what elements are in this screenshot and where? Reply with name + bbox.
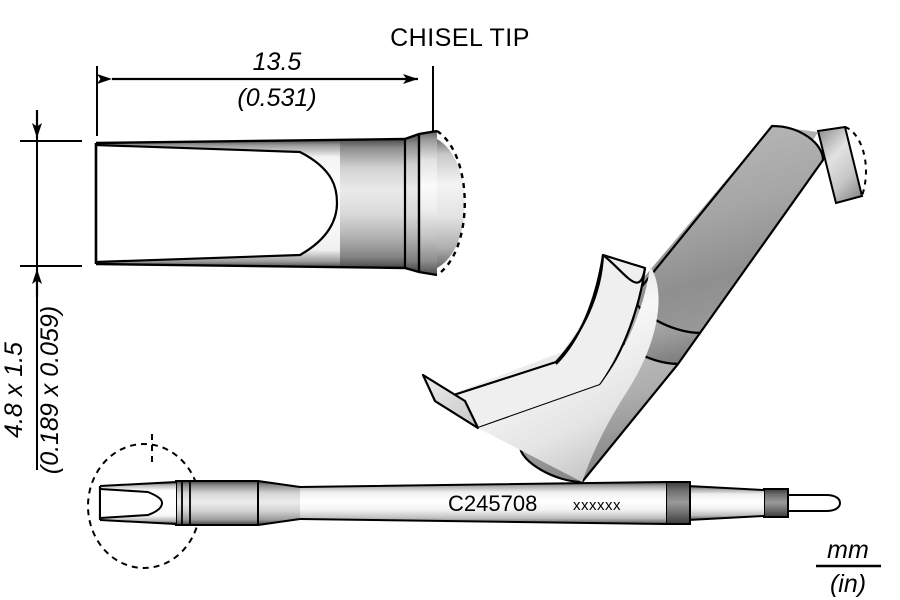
tail-pin xyxy=(785,494,842,512)
iso-blade-end-face xyxy=(423,375,478,428)
part-number-label: C245708 xyxy=(448,491,537,516)
mid-dark-band xyxy=(665,481,691,525)
isometric-view xyxy=(421,124,867,484)
tail-dark-band xyxy=(763,488,789,518)
tipface-mm-label: 4.8 x 1.5 xyxy=(0,342,28,438)
silhouette-top xyxy=(95,137,406,145)
length-inch-label: (0.531) xyxy=(237,84,316,112)
rear-shank xyxy=(688,486,764,520)
iso-tail-stub xyxy=(818,127,862,203)
hidden-edge-arc xyxy=(436,129,466,277)
iso-tail-stub-outline xyxy=(816,125,864,205)
iso-flat-seam-upper xyxy=(602,254,647,284)
body-shoulder-outline xyxy=(257,480,301,526)
iso-blade-underflank xyxy=(478,266,659,482)
length-dimension: 13.5 (0.531) xyxy=(96,48,434,136)
iso-barrel-main xyxy=(634,126,823,333)
units-numerator-label: mm xyxy=(827,536,869,564)
marking-placeholder-label: xxxxxx xyxy=(573,497,621,514)
rear-shank-outline xyxy=(687,485,765,521)
tip-blade-outline xyxy=(99,481,177,525)
main-body xyxy=(300,482,666,524)
iso-blade-end-face-outline xyxy=(421,373,480,430)
tip-face-dimension: 4.8 x 1.5 (0.189 x 0.059) xyxy=(0,110,82,474)
chisel-flat-face xyxy=(96,145,337,262)
collar-step xyxy=(405,134,419,272)
main-body-outline xyxy=(299,481,667,525)
detail-side-view xyxy=(94,129,466,277)
collar-band xyxy=(419,131,437,275)
iso-blade-group xyxy=(421,253,659,482)
silhouette-bottom xyxy=(95,262,406,270)
barrel-shaded-band xyxy=(340,139,405,268)
length-mm-label: 13.5 xyxy=(253,48,302,76)
tipface-inch-label: (0.189 x 0.059) xyxy=(36,306,64,474)
front-collar xyxy=(176,481,258,525)
body-shoulder xyxy=(258,481,300,525)
iso-flat-seam-lower xyxy=(555,254,605,365)
collar-bottom-edge xyxy=(404,266,438,277)
iso-tail-hidden-arc xyxy=(844,126,867,197)
chisel-flat-outline xyxy=(95,143,339,264)
units-legend: mm (in) xyxy=(816,536,881,598)
collar-top-edge xyxy=(404,129,438,141)
units-denominator-label: (in) xyxy=(830,570,866,598)
end-cap-dome xyxy=(437,139,465,268)
page-title: CHISEL TIP xyxy=(390,24,530,52)
tip-chisel-flat xyxy=(99,488,163,519)
full-length-view: C245708 xxxxxx xyxy=(87,434,842,569)
